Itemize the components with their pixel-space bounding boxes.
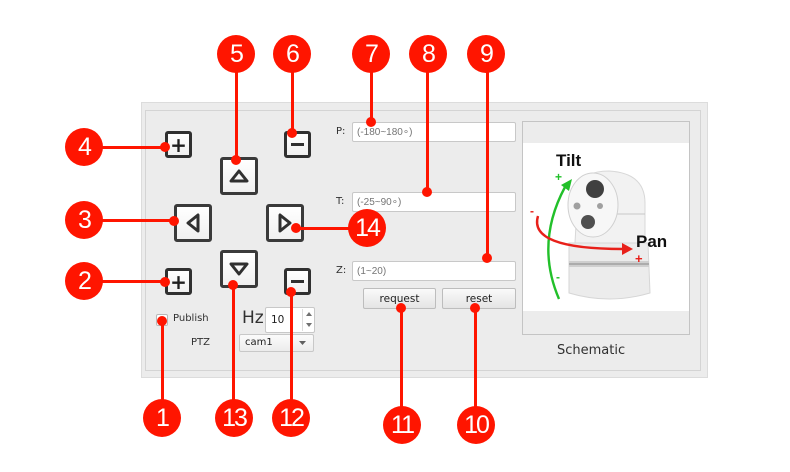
ptz-control-frame <box>145 110 701 371</box>
callout-badge-1: 1 <box>143 399 181 437</box>
hz-label: Hz <box>242 308 264 328</box>
callout-dot-6 <box>287 128 297 138</box>
pan-label: Pan <box>636 232 667 251</box>
tilt-minus: - <box>556 270 560 284</box>
pan-left-button[interactable] <box>174 204 212 242</box>
pan-minus: - <box>530 204 534 218</box>
callout-badge-4: 4 <box>65 128 103 166</box>
minus-icon <box>291 143 304 146</box>
callout-line-12 <box>290 291 293 403</box>
tilt-plus: + <box>555 170 562 184</box>
triangle-up-icon <box>229 169 249 183</box>
callout-dot-3 <box>169 216 179 226</box>
pan-field-label: P: <box>336 126 346 137</box>
callout-line-9 <box>486 70 489 258</box>
pan-plus: + <box>635 251 643 266</box>
callout-line-3 <box>100 219 178 222</box>
triangle-right-icon <box>278 213 292 233</box>
schematic-image: Tilt Pan + - - + <box>523 143 689 311</box>
callout-badge-2: 2 <box>65 262 103 300</box>
camera-ir-led <box>573 202 581 210</box>
callout-line-1 <box>161 320 164 404</box>
ptz-camera-value: cam1 <box>245 337 273 348</box>
camera-base <box>568 242 651 300</box>
callout-line-8 <box>426 70 429 192</box>
tilt-field-label: T: <box>336 196 345 207</box>
publish-label: Publish <box>173 313 209 324</box>
tilt-angle-input[interactable] <box>352 192 516 212</box>
callout-dot-14 <box>291 223 301 233</box>
pan-arrowhead <box>622 243 633 255</box>
callout-line-5 <box>235 70 238 160</box>
chevron-down-icon <box>299 341 306 345</box>
callout-dot-13 <box>228 280 238 290</box>
callout-badge-3: 3 <box>65 201 103 239</box>
callout-badge-10: 10 <box>457 406 495 444</box>
camera-ir-led <box>597 203 603 209</box>
pan-arrow <box>535 215 624 251</box>
callout-line-7 <box>370 70 373 122</box>
tilt-label: Tilt <box>556 151 582 170</box>
callout-badge-5: 5 <box>217 35 255 73</box>
callout-badge-7: 7 <box>352 35 390 73</box>
callout-badge-9: 9 <box>467 35 505 73</box>
callout-line-6 <box>291 70 294 133</box>
zoom-field-label: Z: <box>336 265 347 276</box>
ptz-camera-select[interactable]: cam1 <box>239 334 314 352</box>
callout-dot-8 <box>422 187 432 197</box>
triangle-left-icon <box>186 213 200 233</box>
callout-line-4 <box>100 146 169 149</box>
callout-badge-14: 14 <box>348 209 386 247</box>
callout-badge-6: 6 <box>273 35 311 73</box>
callout-dot-1 <box>157 316 167 326</box>
callout-dot-9 <box>482 253 492 263</box>
callout-badge-8: 8 <box>409 35 447 73</box>
plus-icon: + <box>170 269 187 294</box>
callout-dot-4 <box>160 142 170 152</box>
callout-line-10 <box>474 308 477 408</box>
callout-line-11 <box>400 308 403 408</box>
pan-angle-input[interactable] <box>352 122 516 142</box>
callout-dot-10 <box>470 303 480 313</box>
plus-icon: + <box>170 132 187 157</box>
camera-lens-secondary <box>581 215 595 229</box>
callout-badge-13: 13 <box>215 399 253 437</box>
zoom-out-bottom-button[interactable] <box>284 268 311 295</box>
spin-arrows[interactable] <box>302 309 315 331</box>
callout-dot-11 <box>396 303 406 313</box>
tilt-arrowhead <box>561 179 572 191</box>
triangle-down-icon <box>229 262 249 276</box>
camera-lens-main <box>586 180 604 198</box>
ptz-camera-illustration: Tilt Pan + - - + <box>530 151 667 300</box>
callout-dot-2 <box>160 277 170 287</box>
hz-value: 10 <box>271 314 285 326</box>
callout-dot-7 <box>366 117 376 127</box>
callout-dot-12 <box>286 287 296 297</box>
minus-icon <box>291 280 304 283</box>
tilt-arrow <box>547 186 567 300</box>
ptz-label: PTZ <box>191 337 210 348</box>
callout-dot-5 <box>231 155 241 165</box>
callout-line-14 <box>297 227 352 230</box>
camera-head <box>567 172 619 238</box>
request-button[interactable]: request <box>363 288 436 309</box>
spin-up-icon[interactable] <box>306 312 312 316</box>
callout-line-13 <box>232 283 235 403</box>
tilt-down-button[interactable] <box>220 250 258 288</box>
callout-badge-12: 12 <box>272 399 310 437</box>
callout-line-2 <box>100 280 169 283</box>
spin-down-icon[interactable] <box>306 323 312 327</box>
zoom-level-input[interactable] <box>352 261 516 281</box>
callout-badge-11: 11 <box>383 406 421 444</box>
schematic-caption: Schematic <box>557 343 626 358</box>
